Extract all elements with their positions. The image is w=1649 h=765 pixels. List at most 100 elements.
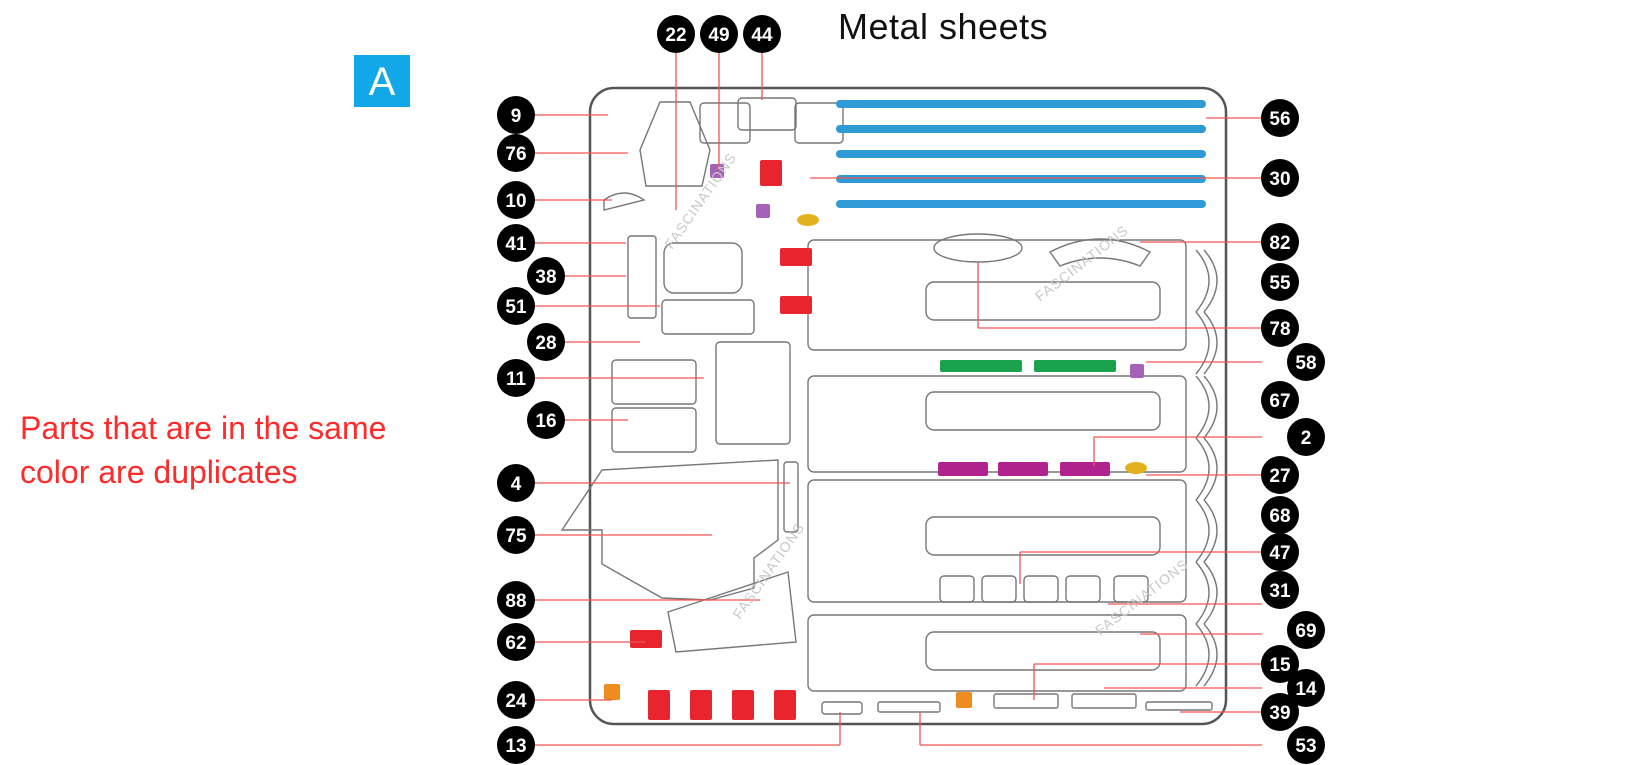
callout-76: 76 (497, 134, 535, 172)
callout-number: 13 (505, 736, 526, 757)
callout-number: 47 (1269, 543, 1290, 564)
callout-15: 15 (1261, 645, 1299, 683)
callout-number: 27 (1269, 466, 1290, 487)
callout-number: 69 (1295, 621, 1316, 642)
callout-number: 4 (511, 474, 522, 495)
callout-number: 41 (505, 234, 527, 255)
callout-number: 24 (505, 691, 527, 712)
duplicate-color-note: Parts that are in the same color are dup… (20, 406, 386, 494)
magenta-part-3 (1060, 462, 1110, 476)
curved-parts (1195, 249, 1218, 687)
callout-56: 56 (1261, 99, 1299, 137)
red-part-bottom-2 (690, 690, 712, 720)
callout-78: 78 (1261, 309, 1299, 347)
callout-62: 62 (497, 623, 535, 661)
callout-number: 30 (1269, 169, 1290, 190)
callout-51: 51 (497, 287, 535, 325)
yellow-part-2 (1125, 462, 1147, 474)
green-part-2 (1034, 360, 1116, 372)
callout-82: 82 (1261, 223, 1299, 261)
callout-number: 67 (1269, 391, 1290, 412)
blue-rail-4 (836, 175, 1206, 183)
leader-lines (530, 48, 1262, 746)
colored-duplicate-parts (604, 160, 1147, 720)
callout-41: 41 (497, 224, 535, 262)
note-line-1: Parts that are in the same (20, 410, 387, 446)
callout-55: 55 (1261, 263, 1299, 301)
callout-16: 16 (527, 401, 565, 439)
red-part-62 (630, 630, 662, 648)
callout-88: 88 (497, 581, 535, 619)
blue-rails (836, 100, 1206, 208)
callout-number: 11 (506, 369, 527, 390)
callout-47: 47 (1261, 533, 1299, 571)
magenta-part-1 (938, 462, 988, 476)
callout-number: 75 (505, 526, 527, 547)
misc-part-outlines (560, 97, 1213, 715)
callout-number: 14 (1295, 679, 1317, 700)
callout-number: 78 (1269, 319, 1290, 340)
callout-69: 69 (1287, 611, 1325, 649)
blue-rail-1 (836, 100, 1206, 108)
lavender-part-2 (756, 204, 770, 218)
callout-9: 9 (497, 96, 535, 134)
sheet-label-badge: A (354, 55, 410, 107)
red-part-bottom-1 (648, 690, 670, 720)
callout-number: 49 (708, 25, 729, 46)
callout-49: 49 (700, 15, 738, 53)
callout-58: 58 (1287, 343, 1325, 381)
callout-number: 22 (665, 25, 686, 46)
callout-number: 10 (505, 191, 526, 212)
callout-31: 31 (1261, 571, 1299, 609)
callout-number: 51 (505, 297, 527, 318)
callout-28: 28 (527, 323, 565, 361)
callout-44: 44 (743, 15, 781, 53)
callout-39: 39 (1261, 693, 1299, 731)
callout-number: 44 (751, 25, 773, 46)
callout-67: 67 (1261, 381, 1299, 419)
callout-4: 4 (497, 464, 535, 502)
callout-68: 68 (1261, 496, 1299, 534)
orange-part-2 (956, 692, 972, 708)
callout-number: 15 (1269, 655, 1291, 676)
callout-14: 14 (1287, 669, 1325, 707)
red-part-top (760, 160, 782, 186)
yellow-part-1 (797, 214, 819, 226)
callout-38: 38 (527, 257, 565, 295)
callout-number: 39 (1269, 703, 1290, 724)
blue-rail-5 (836, 200, 1206, 208)
callouts: 9 76 10 41 38 51 28 11 16 4 75 88 62 24 13 22 49 44 56 30 82… (497, 15, 1325, 764)
callout-number: 56 (1269, 109, 1290, 130)
blue-rail-2 (836, 125, 1206, 133)
callout-number: 58 (1295, 353, 1316, 374)
callout-22: 22 (657, 15, 695, 53)
callout-11: 11 (497, 359, 535, 397)
callout-30: 30 (1261, 159, 1299, 197)
callout-number: 16 (535, 411, 556, 432)
red-part-bottom-4 (774, 690, 796, 720)
callout-2: 2 (1287, 418, 1325, 456)
green-part-1 (940, 360, 1022, 372)
callout-number: 9 (511, 106, 522, 127)
diagram-title: Metal sheets (838, 6, 1049, 47)
red-part-1 (780, 248, 812, 266)
callout-53: 53 (1287, 726, 1325, 764)
callout-number: 88 (505, 591, 526, 612)
callout-10: 10 (497, 181, 535, 219)
callout-number: 31 (1269, 581, 1291, 602)
callout-number: 2 (1301, 428, 1312, 449)
callout-number: 55 (1269, 273, 1291, 294)
metal-sheet-frame (588, 86, 1228, 726)
blue-rail-3 (836, 150, 1206, 158)
lavender-part-1 (710, 164, 724, 178)
callout-number: 62 (505, 633, 526, 654)
callout-13: 13 (497, 726, 535, 764)
red-part-bottom-3 (732, 690, 754, 720)
callout-number: 82 (1269, 233, 1290, 254)
callout-number: 28 (535, 333, 556, 354)
callout-number: 53 (1295, 736, 1316, 757)
lavender-part-3 (1130, 364, 1144, 378)
callout-number: 38 (535, 267, 556, 288)
callout-75: 75 (497, 516, 535, 554)
